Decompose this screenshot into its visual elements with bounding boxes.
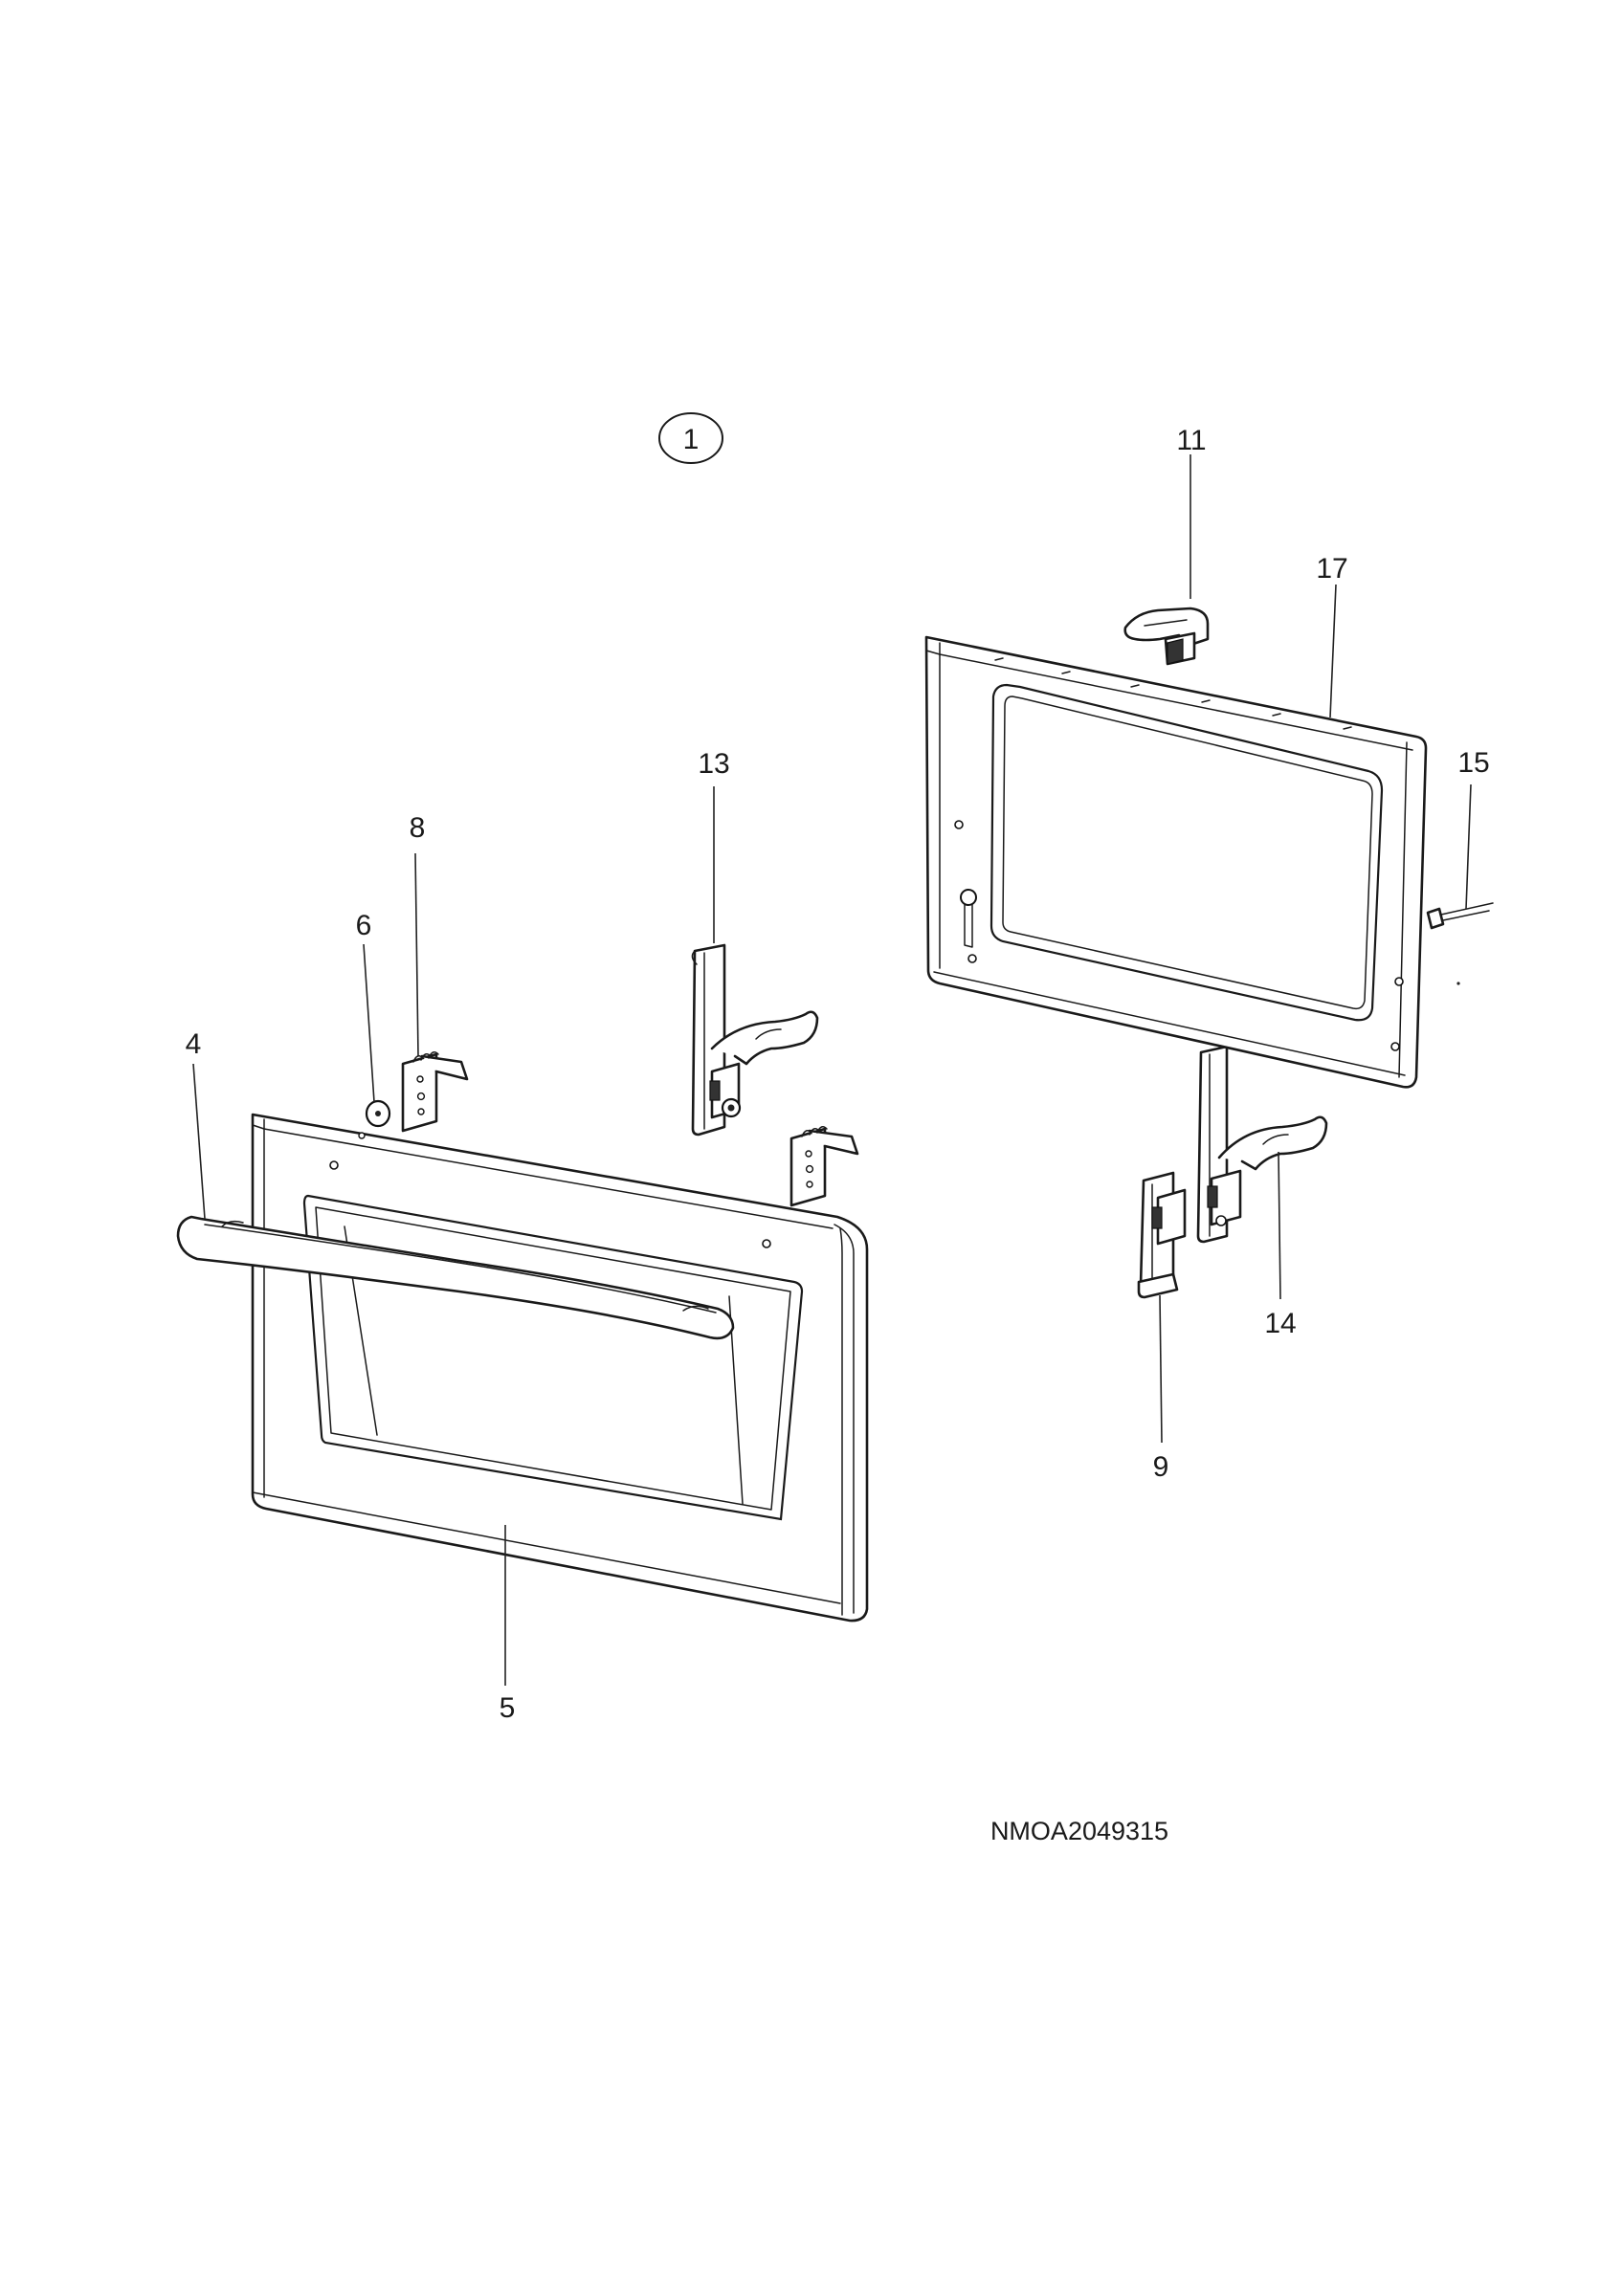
clip [1123, 607, 1210, 666]
screw [1426, 902, 1494, 985]
callout-8: 8 [410, 812, 426, 844]
callout-5: 5 [500, 1692, 516, 1724]
assembly-marker-number: 1 [683, 424, 700, 455]
hinge-left [691, 943, 819, 1137]
leader-lines [192, 454, 1472, 1686]
drawing-code: NMOA2049315 [990, 1817, 1168, 1845]
callout-13: 13 [698, 748, 729, 780]
callout-4: 4 [186, 1028, 202, 1060]
round-disc [365, 1099, 391, 1128]
callout-15: 15 [1457, 747, 1489, 779]
assembly-marker: 1 [658, 412, 723, 464]
handle [176, 1215, 735, 1340]
hinge-right [1196, 1045, 1328, 1244]
hinge-receiver [1137, 1171, 1187, 1299]
outer-door-panel [251, 1113, 869, 1623]
callout-11: 11 [1176, 425, 1206, 456]
inner-door-frame [924, 635, 1428, 1089]
bracket-right [789, 1126, 859, 1207]
callout-9: 9 [1153, 1451, 1169, 1483]
bracket-left [401, 1051, 469, 1133]
callout-14: 14 [1264, 1308, 1296, 1339]
callout-17: 17 [1316, 553, 1347, 585]
callout-labels: 4 5 6 8 9 11 13 14 15 17 [186, 425, 1490, 1724]
callout-6: 6 [356, 910, 372, 941]
